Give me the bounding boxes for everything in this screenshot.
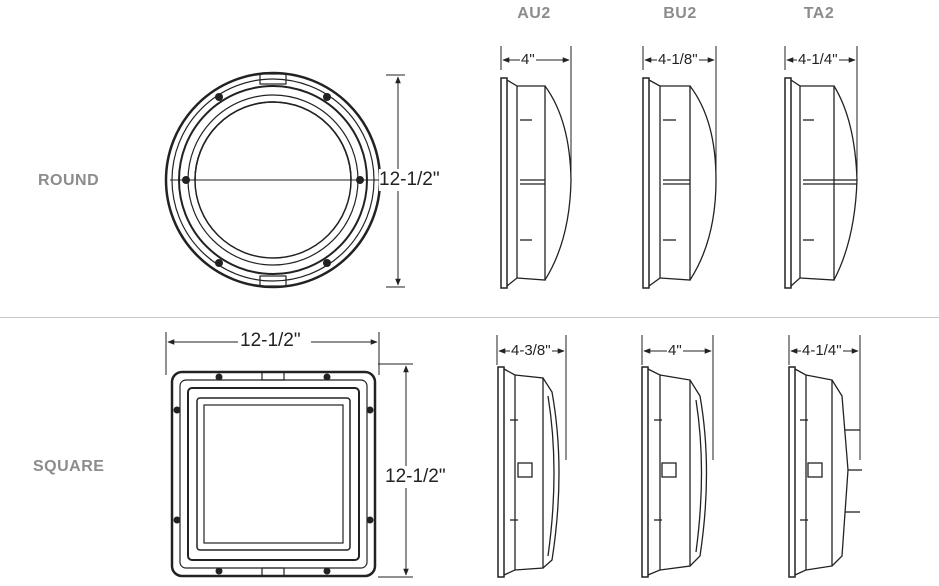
- round-side-bu2: [642, 46, 717, 289]
- square-front-height-label: 12-1/2": [385, 466, 446, 488]
- round-ta2-depth-label: 4-1/4": [797, 51, 839, 69]
- row-header-round: ROUND: [38, 172, 100, 189]
- square-side-ta2: [788, 335, 862, 578]
- round-side-au2: [500, 46, 572, 289]
- round-bu2-depth-label: 4-1/8": [657, 51, 699, 69]
- round-front-view: [164, 71, 405, 289]
- square-bu2-depth-label: 4": [667, 342, 683, 360]
- column-header-bu2: BU2: [663, 5, 697, 22]
- round-front-height-label: 12-1/2": [379, 169, 440, 191]
- round-side-ta2: [784, 46, 858, 289]
- column-header-ta2: TA2: [803, 5, 835, 22]
- row-divider: [0, 317, 939, 318]
- square-front-view: [165, 332, 413, 578]
- square-au2-depth-label: 4-3/8": [510, 342, 552, 360]
- square-side-au2: [496, 335, 567, 578]
- row-header-square: SQUARE: [33, 458, 105, 475]
- round-au2-depth-label: 4": [520, 51, 536, 69]
- square-side-bu2: [641, 335, 714, 578]
- square-ta2-depth-label: 4-1/4": [801, 342, 843, 360]
- square-front-width-label: 12-1/2": [240, 330, 301, 352]
- column-header-au2: AU2: [517, 5, 551, 22]
